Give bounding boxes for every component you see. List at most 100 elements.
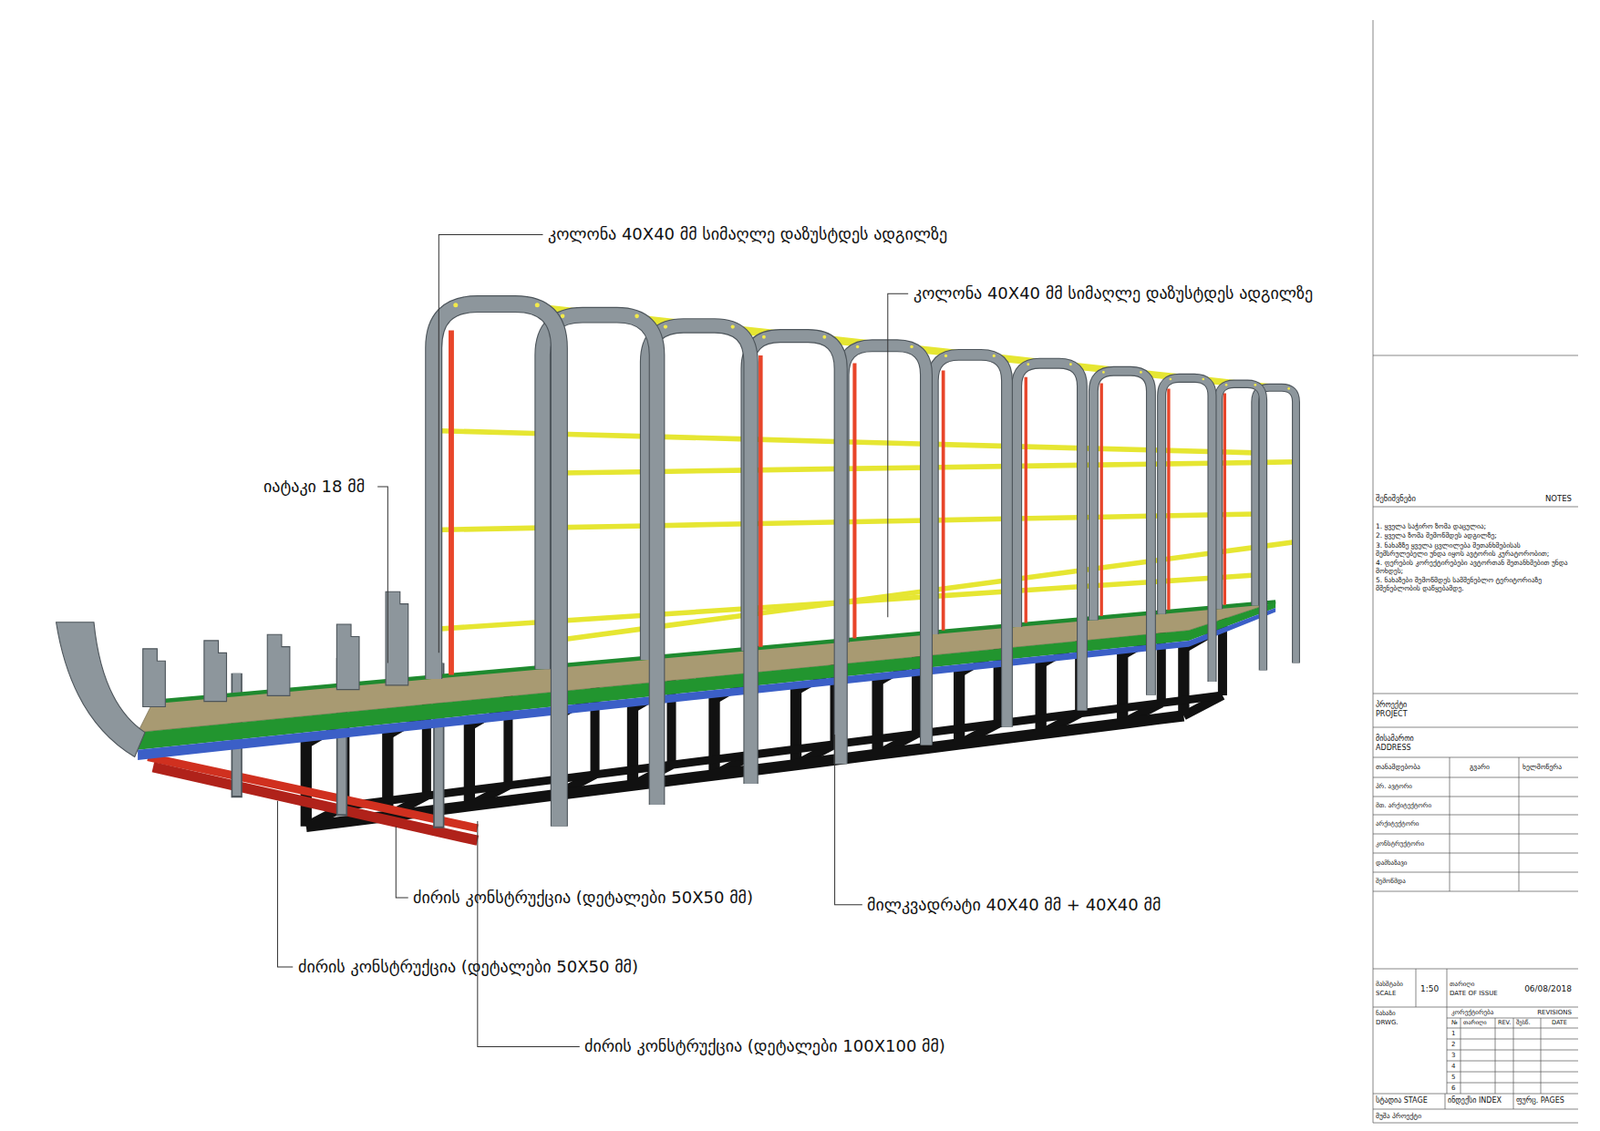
column xyxy=(758,355,764,648)
table-rule xyxy=(1372,777,1579,779)
field-label: მუშა პროექტი xyxy=(1375,1113,1422,1122)
table-rule xyxy=(1372,727,1579,729)
rib-frame-outline xyxy=(1218,383,1263,671)
table-cell: კონსტრუქტორი xyxy=(1375,840,1425,848)
bolt xyxy=(1102,371,1105,374)
rib-frame-outline xyxy=(1161,378,1212,682)
column xyxy=(1166,389,1170,611)
field-label: პროექტი xyxy=(1375,701,1407,710)
rib-frame-outline xyxy=(747,336,841,765)
stringer xyxy=(657,614,752,628)
rib-frame-outline xyxy=(932,354,1007,727)
bolt xyxy=(1139,371,1143,374)
callout-label: ძირის კონსტრუქცია (დეტალები 50X50 მმ) xyxy=(412,888,754,909)
callout-label: მილკვადრატი 40X40 მმ + 40X40 მმ xyxy=(867,896,1161,916)
table-rule xyxy=(1415,969,1417,1008)
floor-edge xyxy=(137,601,1276,750)
table-rule xyxy=(1446,1072,1579,1074)
leader-line xyxy=(887,293,909,618)
field-label: ინდექსი INDEX xyxy=(1447,1096,1502,1105)
bolt xyxy=(1069,362,1073,366)
row-number: 3 xyxy=(1451,1052,1456,1060)
table-rule xyxy=(1372,20,1374,1124)
leader-line xyxy=(477,821,580,1047)
note-item: 5. ნახაზები შემოწმდეს სამშენებლო ტერიტორ… xyxy=(1375,577,1570,593)
table-rule xyxy=(1372,355,1579,357)
table-cell: დამხაზავი xyxy=(1375,859,1407,868)
table-rule xyxy=(1445,1094,1446,1110)
row-number: 4 xyxy=(1451,1063,1456,1071)
table-header: თანამდებობა xyxy=(1375,763,1421,773)
callout-label: კოლონა 40X40 მმ სიმაღლე დაზუსტდეს ადგილზ… xyxy=(913,284,1313,304)
table-rule xyxy=(1372,969,1579,971)
bolt xyxy=(1287,387,1291,391)
table-header: გვარი xyxy=(1469,763,1490,773)
bolt xyxy=(1168,378,1172,382)
table-header: თარიღი xyxy=(1463,1020,1487,1027)
bolt xyxy=(762,335,766,340)
title-block-rules xyxy=(1372,20,1579,1124)
bow-rib xyxy=(267,634,290,696)
bolt xyxy=(1225,383,1229,387)
stringer xyxy=(1262,459,1296,465)
table-rule xyxy=(1446,1007,1448,1095)
illustration-group xyxy=(56,234,1297,1047)
table-cell: არქიტექტორი xyxy=(1375,820,1419,828)
leader-line xyxy=(835,734,863,906)
table-header: შესწ. xyxy=(1516,1020,1531,1027)
table-rule xyxy=(1446,1028,1579,1030)
column xyxy=(1024,377,1028,624)
table-rule xyxy=(1372,1123,1579,1125)
stringer xyxy=(751,602,842,615)
table-rule xyxy=(1446,1039,1579,1041)
note-item: 3. ნახაზზე ყველა ცვლილება შეთანხმებისას … xyxy=(1375,542,1570,558)
column xyxy=(941,370,946,630)
note-item: 1. ყველა საჭირო ზომა დაცულია; xyxy=(1375,523,1570,532)
bolt xyxy=(560,314,566,320)
field-label: PROJECT xyxy=(1375,710,1408,719)
rib-frame-outline xyxy=(433,304,560,827)
bow-rib xyxy=(204,640,228,702)
callout-label: ძირის კონსტრუქცია (დეტალები 50X50 მმ) xyxy=(298,958,639,978)
row-number: 1 xyxy=(1451,1030,1456,1038)
date-value: 06/08/2018 xyxy=(1524,984,1572,994)
bolt xyxy=(663,324,668,329)
bolt xyxy=(731,324,735,329)
table-cell: მთ. არქიტექტორი xyxy=(1375,802,1432,810)
field-label: DATE OF ISSUE xyxy=(1449,990,1498,998)
bow-rib xyxy=(385,591,409,686)
rib-frame xyxy=(1218,383,1263,671)
table-rule xyxy=(1518,757,1520,892)
field-label: ნახაზი xyxy=(1375,1010,1396,1018)
table-rule xyxy=(1372,693,1579,695)
table-rule xyxy=(1372,1007,1579,1009)
rib-frame-outline xyxy=(843,345,927,745)
bolt xyxy=(944,354,948,358)
bolt xyxy=(634,314,640,320)
rib-frame xyxy=(747,336,841,765)
field-label: სტადია STAGE xyxy=(1375,1096,1428,1105)
column xyxy=(448,330,455,675)
table-rule xyxy=(1495,1018,1497,1095)
bolt xyxy=(1026,362,1030,366)
column xyxy=(1100,383,1104,617)
callout-label: ძირის კონსტრუქცია (დეტალები 100X100 მმ) xyxy=(584,1037,946,1057)
keel xyxy=(153,767,478,842)
notes-heading: NOTES xyxy=(1545,495,1572,505)
bow-piece xyxy=(56,622,145,758)
bolt xyxy=(535,302,540,308)
table-rule xyxy=(1513,1018,1515,1095)
table-header: № xyxy=(1451,1020,1458,1027)
row-number: 6 xyxy=(1451,1084,1456,1093)
table-rule xyxy=(1372,1109,1579,1111)
field-label: ADDRESS xyxy=(1375,743,1412,753)
field-label: ფურც. PAGES xyxy=(1516,1096,1565,1105)
stringer xyxy=(1262,542,1296,548)
leader-line xyxy=(277,801,293,968)
note-item: 2. ყველა ზომა შემოწმდეს ადგილზე; xyxy=(1375,532,1570,541)
note-item: 4. ფერების კორექტირებები ავტორთან შეთანხ… xyxy=(1375,559,1570,576)
field-label: თარიღი xyxy=(1449,980,1475,989)
keel xyxy=(147,757,478,829)
table-rule xyxy=(1372,796,1579,798)
